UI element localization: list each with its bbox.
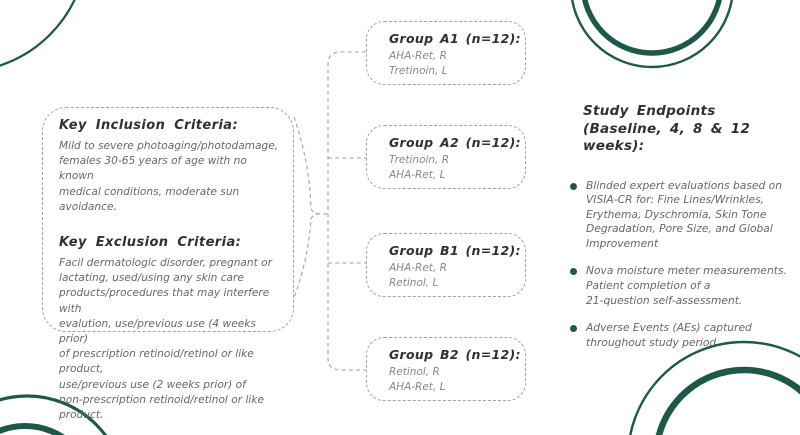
endpoints-title-line-2: (Baseline, 4, 8 & 12 weeks): (583, 120, 751, 155)
connector-brace-lower (291, 213, 319, 304)
decorative-ring-top-right-inner (582, 0, 722, 56)
criteria-box: Key Inclusion Criteria: Mild to severe p… (42, 107, 294, 421)
endpoint-item: Nova moisture meter measurements. Patien… (570, 264, 800, 308)
endpoint-item: Adverse Events (AEs) captured throughout… (570, 321, 800, 350)
group-box-a1: Group A1 (n=12): AHA-Ret, R Tretinoin, L (366, 21, 526, 85)
bullet-dot-icon (570, 268, 577, 276)
group-title: Group A2 (n=12): (389, 135, 521, 150)
inclusion-criteria-text: Mild to severe photoaging/photodamage, f… (59, 140, 279, 213)
endpoints-list: Blinded expert evaluations based on VISI… (570, 179, 800, 351)
decorative-ring-bottom-left-inner (0, 423, 66, 435)
exclusion-criteria-title: Key Exclusion Criteria: (59, 235, 242, 251)
group-treatment-line-1: AHA-Ret, R (389, 50, 447, 62)
decorative-circle-top-left (0, 0, 76, 67)
connector-brace-upper (293, 116, 328, 215)
bullet-dot-icon (570, 182, 577, 190)
bullet-dot-icon (570, 325, 577, 333)
group-title: Group B2 (n=12): (389, 347, 521, 362)
connector-trunk (327, 51, 366, 371)
endpoints-panel: Study Endpoints (Baseline, 4, 8 & 12 wee… (570, 103, 800, 350)
group-treatment-line-1: Retinol, R (389, 366, 440, 378)
group-treatment-line-2: Retinol, L (389, 276, 439, 289)
inclusion-criteria-title: Key Inclusion Criteria: (59, 118, 239, 133)
decorative-ring-bottom-right-inner (655, 366, 800, 435)
group-treatment-line-1: AHA-Ret, R (389, 262, 447, 274)
decorative-ring-bottom-right-outer (629, 340, 800, 435)
group-treatment-line-2: Tretinoin, L (389, 64, 448, 77)
group-title: Group A1 (n=12): (389, 31, 521, 46)
group-box-b1: Group B1 (n=12): AHA-Ret, R Retinol, L (366, 233, 526, 297)
group-title: Group B1 (n=12): (389, 243, 521, 258)
endpoint-text: Adverse Events (AEs) captured throughout… (586, 321, 752, 349)
group-treatment-line-1: Tretinoin, R (389, 154, 450, 166)
endpoint-item: Blinded expert evaluations based on VISI… (570, 179, 800, 252)
exclusion-criteria-text: Facil dermatologic disorder, pregnant or… (59, 257, 272, 422)
group-box-a2: Group A2 (n=12): Tretinoin, R AHA-Ret, L (366, 125, 526, 189)
group-treatment-line-2: AHA-Ret, L (389, 380, 446, 393)
decorative-ring-bottom-left-outer (0, 394, 108, 435)
endpoint-text: Nova moisture meter measurements. Patien… (586, 264, 787, 307)
endpoints-title-line-1: Study Endpoints (583, 103, 716, 119)
group-box-b2: Group B2 (n=12): Retinol, R AHA-Ret, L (366, 337, 526, 401)
endpoints-title: Study Endpoints (Baseline, 4, 8 & 12 wee… (583, 103, 800, 156)
endpoint-text: Blinded expert evaluations based on VISI… (586, 178, 782, 250)
group-treatment-line-2: AHA-Ret, L (389, 168, 446, 181)
decorative-ring-top-right-outer (571, 0, 733, 69)
